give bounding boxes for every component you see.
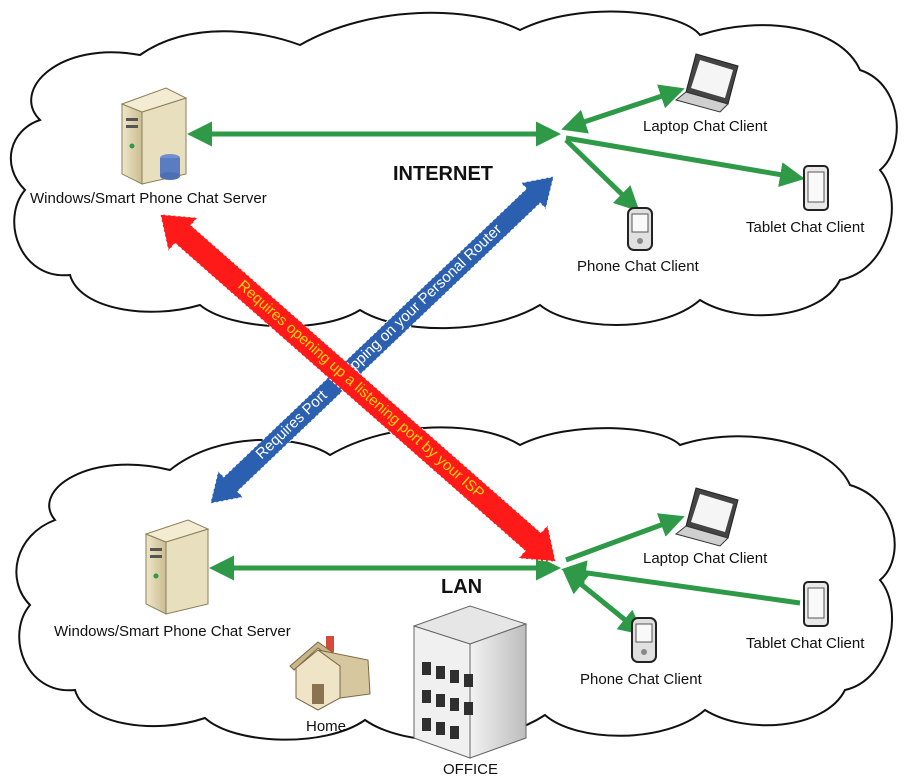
lan-label: LAN — [441, 576, 482, 598]
home-label: Home — [306, 718, 346, 735]
internet-phone-icon — [627, 207, 653, 251]
internet-tablet-icon — [803, 165, 829, 211]
lan-server-icon — [144, 519, 210, 615]
lan-tablet-icon — [803, 581, 829, 627]
internet-links — [187, 84, 805, 212]
lan-cloud — [15, 426, 896, 742]
link-phone-lan — [562, 568, 644, 636]
internet-laptop-icon — [674, 53, 739, 113]
internet-phone-label: Phone Chat Client — [577, 258, 700, 275]
lan-links — [209, 513, 801, 636]
lan-laptop-icon — [674, 487, 739, 547]
link-laptop-internet — [561, 84, 685, 134]
home-icon — [289, 636, 371, 711]
internet-laptop-label: Laptop Chat Client — [643, 118, 768, 135]
internet-label: INTERNET — [393, 163, 493, 185]
lan-phone-label: Phone Chat Client — [580, 671, 703, 688]
link-tablet-internet — [565, 135, 805, 187]
office-building-icon — [412, 605, 528, 759]
internet-tablet-label: Tablet Chat Client — [746, 219, 865, 236]
lan-tablet-label: Tablet Chat Client — [746, 635, 865, 652]
lan-server-label: Windows/Smart Phone Chat Server — [54, 623, 291, 640]
internet-server-label: Windows/Smart Phone Chat Server — [30, 190, 267, 207]
lan-phone-icon — [631, 617, 657, 663]
link-phone-internet — [564, 138, 640, 212]
internet-server-icon — [120, 87, 188, 185]
link-laptop-lan — [565, 513, 685, 563]
office-label: OFFICE — [443, 761, 498, 778]
lan-laptop-label: Laptop Chat Client — [643, 550, 768, 567]
